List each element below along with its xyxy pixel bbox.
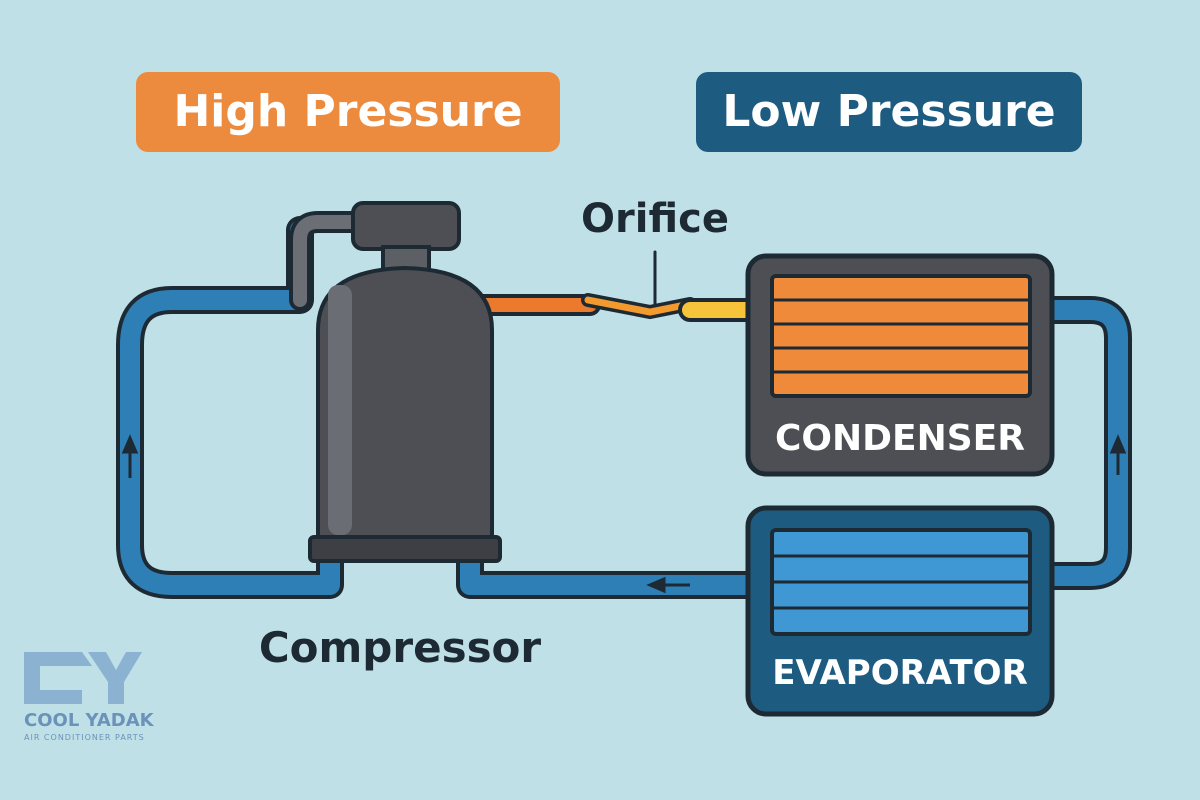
orifice-label: Orifice xyxy=(581,196,729,242)
orifice-tube xyxy=(459,250,762,322)
arrow-icon-right-up xyxy=(1109,434,1127,475)
cool-yadak-logo: COOL YADAK AIR CONDITIONER PARTS xyxy=(24,652,155,742)
low-pressure-badge: Low Pressure xyxy=(696,72,1082,152)
low-pressure-label: Low Pressure xyxy=(722,86,1055,137)
condenser: CONDENSER xyxy=(745,253,1055,477)
high-pressure-badge: High Pressure xyxy=(136,72,560,152)
cy-logo-icon xyxy=(24,652,142,704)
condenser-label: CONDENSER xyxy=(775,418,1025,459)
high-pressure-label: High Pressure xyxy=(173,86,522,137)
condenser-fins xyxy=(770,274,1032,398)
evaporator-label: EVAPORATOR xyxy=(772,653,1028,693)
arrow-icon-bottom-left xyxy=(646,576,690,594)
arrow-icon-left-up xyxy=(121,434,139,478)
evaporator: EVAPORATOR xyxy=(745,505,1055,717)
flow-arrows xyxy=(121,434,1127,594)
compressor xyxy=(308,201,502,563)
logo-tagline: AIR CONDITIONER PARTS xyxy=(24,733,145,742)
logo-brand: COOL YADAK xyxy=(24,710,155,731)
compressor-label: Compressor xyxy=(259,623,542,672)
